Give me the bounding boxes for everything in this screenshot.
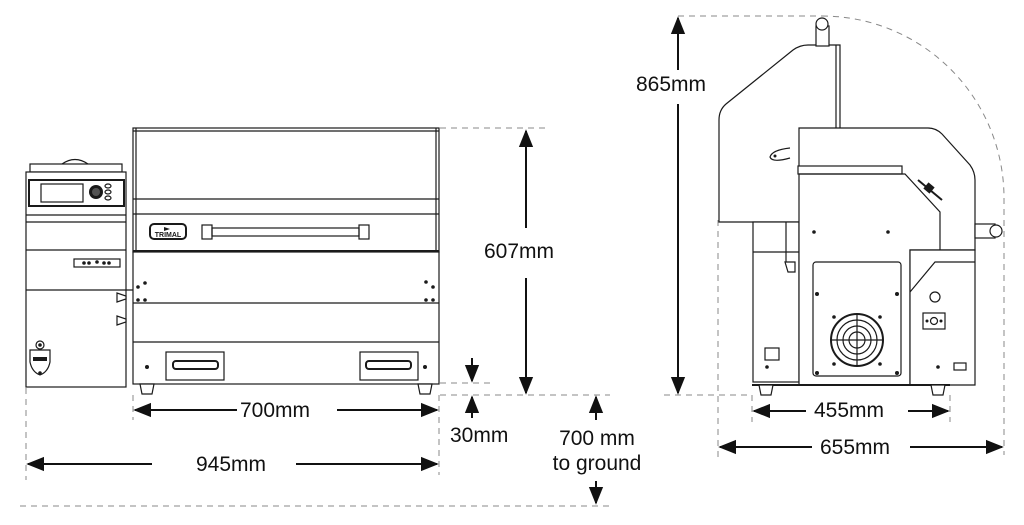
grill-body xyxy=(132,251,440,395)
side-view xyxy=(664,15,1005,460)
drawer-handle-left xyxy=(165,351,225,381)
side-body xyxy=(769,127,1003,386)
valve-icon xyxy=(116,292,127,303)
dim-body-height: 607mm xyxy=(484,240,555,263)
grill-lid: TRIMAL xyxy=(132,127,440,253)
dim-to-ground-line2: to ground xyxy=(552,452,642,475)
brand-badge xyxy=(149,223,187,240)
leg xyxy=(758,384,774,396)
controller-display xyxy=(40,183,84,203)
lid-hinge-icon xyxy=(815,17,829,31)
leg xyxy=(139,383,155,395)
dim-grill-width: 700mm xyxy=(240,399,311,422)
hopper-unit xyxy=(25,158,133,388)
front-view: TRIMAL xyxy=(20,127,610,507)
leg xyxy=(930,384,946,396)
lid-swing-arc xyxy=(821,15,1005,199)
dim-overall-width: 945mm xyxy=(196,453,267,476)
brand-badge-text: TRIMAL xyxy=(155,232,182,239)
controller-knob-icon xyxy=(89,185,103,199)
bottle-opener-icon xyxy=(29,340,51,376)
valve-icon xyxy=(116,315,127,326)
dim-depth: 455mm xyxy=(814,399,885,422)
controller-panel xyxy=(28,179,125,207)
dim-open-lid-height: 865mm xyxy=(636,73,707,96)
side-connector xyxy=(922,312,946,330)
dim-leg-height: 30mm xyxy=(450,424,509,447)
ports-strip xyxy=(73,258,121,268)
dim-overall-depth: 655mm xyxy=(820,436,891,459)
dim-to-ground-line1: 700 mm xyxy=(559,427,635,450)
drawer-handle-right xyxy=(359,351,419,381)
fan-icon xyxy=(830,313,884,367)
leg xyxy=(417,383,433,395)
